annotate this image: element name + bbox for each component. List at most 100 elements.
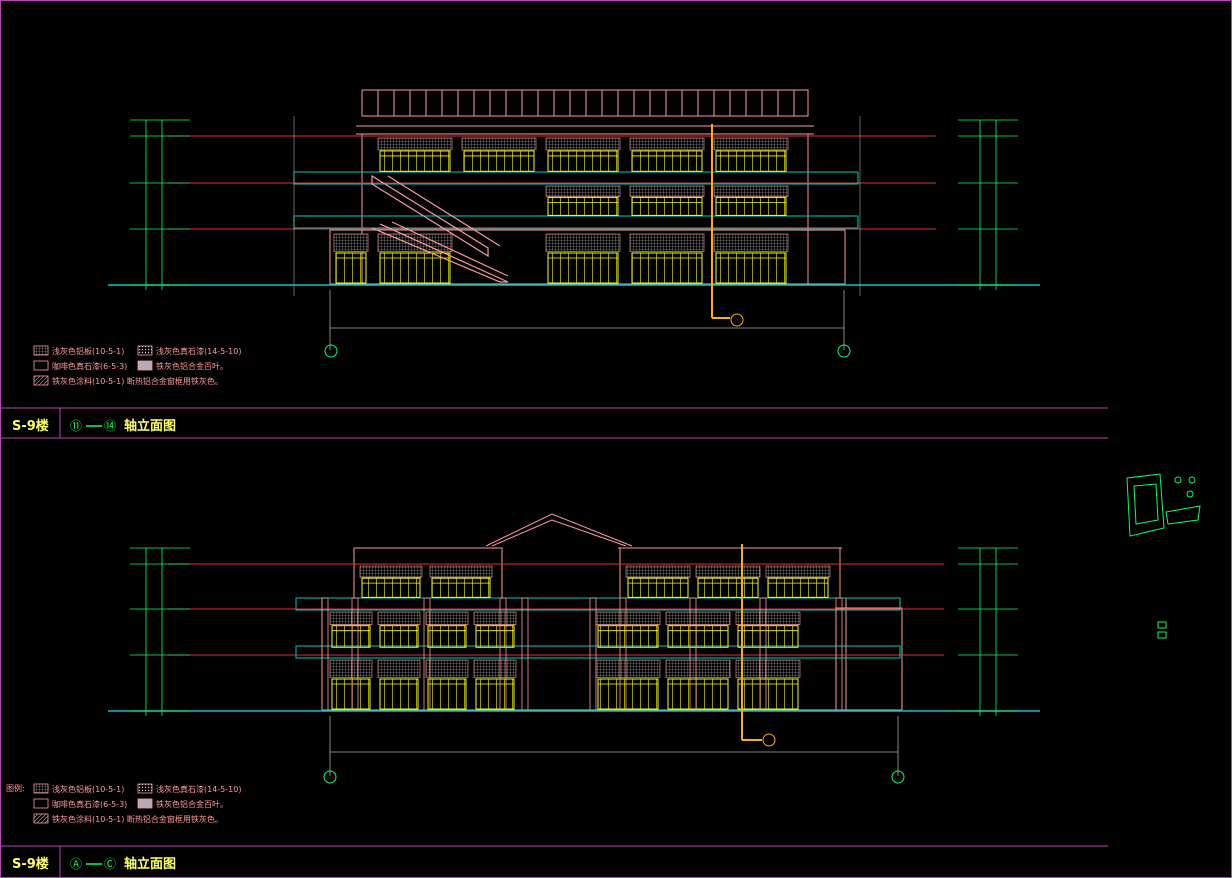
window	[715, 196, 787, 216]
louver-panel	[329, 659, 373, 678]
roof-trellis	[356, 89, 814, 135]
pillar	[835, 597, 843, 711]
louver-panel	[629, 233, 705, 252]
elevation-title: 轴立面图	[124, 418, 176, 434]
louver-panel	[713, 185, 789, 197]
legend-text: 咖啡色真石漆(6-5-3)	[52, 799, 127, 809]
title-block-bottom: S-9楼 Ⓐ Ⓒ 轴立面图	[12, 856, 176, 872]
dimension-left-top	[130, 119, 190, 290]
louver-panel	[425, 659, 469, 678]
window	[697, 577, 759, 598]
louver-panel	[329, 611, 373, 625]
louver-panel	[765, 565, 831, 578]
window	[379, 150, 451, 172]
pillar	[423, 597, 431, 711]
louver-panel	[665, 611, 731, 625]
louver-panel	[595, 611, 661, 625]
window	[715, 252, 787, 284]
window	[463, 150, 535, 172]
downpipe-top	[711, 124, 744, 327]
window	[379, 625, 419, 648]
louver-panel	[545, 137, 621, 151]
louver-panel	[595, 659, 661, 678]
louver-panel	[713, 233, 789, 252]
legend-prefix: 图例:	[6, 783, 25, 793]
louver-panel	[629, 137, 705, 151]
window	[631, 196, 703, 216]
legend-swatch	[33, 813, 49, 824]
window	[715, 150, 787, 172]
legend-bottom: 图例:浅灰色铝板(10-5-1)浅灰色真石漆(14-5-10)咖啡色真石漆(6-…	[6, 783, 241, 824]
floor-lines-bottom	[168, 563, 944, 656]
axis-end: Ⓒ	[104, 857, 116, 871]
window-grid-top	[333, 137, 789, 284]
louver-panel	[545, 185, 621, 197]
pillar	[589, 597, 597, 711]
pillar	[521, 597, 529, 711]
block-label: S-9楼	[12, 418, 49, 434]
louver-panel	[359, 565, 423, 578]
window	[361, 577, 421, 598]
dimension-right-bottom	[958, 547, 1018, 716]
louver-panel	[695, 565, 761, 578]
top-elevation	[108, 89, 1040, 358]
louver-panel	[713, 137, 789, 151]
legend-swatch	[33, 783, 49, 794]
legend-swatch	[33, 345, 49, 356]
title-block-top: S-9楼 ⑪ ⑭ 轴立面图	[12, 418, 176, 434]
window	[737, 678, 799, 710]
louver-panel	[629, 185, 705, 197]
downpipe-bottom	[741, 544, 776, 747]
legend-swatch	[33, 360, 49, 371]
pillar	[689, 597, 697, 711]
total-dimension-bottom	[329, 716, 899, 776]
louver-panel	[377, 659, 421, 678]
window	[597, 678, 659, 710]
legend-text: 铁灰色涂料(10-5-1) 断热铝合金窗框用铁灰色。	[52, 376, 223, 386]
legend-swatch	[137, 783, 153, 794]
louver-panel	[735, 611, 801, 625]
window	[431, 577, 491, 598]
legend-swatch	[137, 345, 153, 356]
louver-panel	[333, 233, 369, 252]
window	[379, 252, 451, 284]
window	[475, 678, 515, 710]
pillar	[759, 597, 767, 711]
window	[335, 252, 367, 284]
louver-panel	[625, 565, 691, 578]
axis-markers-top	[324, 344, 851, 358]
bottom-elevation	[108, 513, 1040, 784]
legend-swatch	[33, 798, 49, 809]
legend-text: 铁灰色铝合金百叶。	[156, 361, 228, 371]
axis-markers-bottom	[323, 770, 905, 784]
louver-panel	[425, 611, 469, 625]
window	[627, 577, 689, 598]
window	[737, 625, 799, 648]
louver-panel	[377, 233, 453, 252]
legend-text: 铁灰色铝合金百叶。	[156, 799, 228, 809]
pillar	[351, 597, 359, 711]
window	[427, 625, 467, 648]
pillar	[619, 597, 627, 711]
window	[547, 196, 619, 216]
legend-swatch	[137, 798, 153, 809]
louver-panel	[473, 611, 517, 625]
legend-text: 浅灰色真石漆(14-5-10)	[156, 784, 241, 794]
window	[379, 678, 419, 710]
legend-text: 咖啡色真石漆(6-5-3)	[52, 361, 127, 371]
window	[631, 150, 703, 172]
escalator	[371, 174, 509, 283]
window	[331, 625, 371, 648]
block-label: S-9楼	[12, 856, 49, 872]
legend-top: 浅灰色铝板(10-5-1)浅灰色真石漆(14-5-10)咖啡色真石漆(6-5-3…	[33, 345, 241, 386]
elevation-title: 轴立面图	[124, 856, 176, 872]
louver-panel	[665, 659, 731, 678]
window-grid-bottom	[321, 565, 843, 711]
louver-panel	[545, 233, 621, 252]
dimension-left-bottom	[130, 547, 190, 716]
legend-swatch	[137, 360, 153, 371]
building-body-top	[329, 133, 846, 285]
window	[631, 252, 703, 284]
